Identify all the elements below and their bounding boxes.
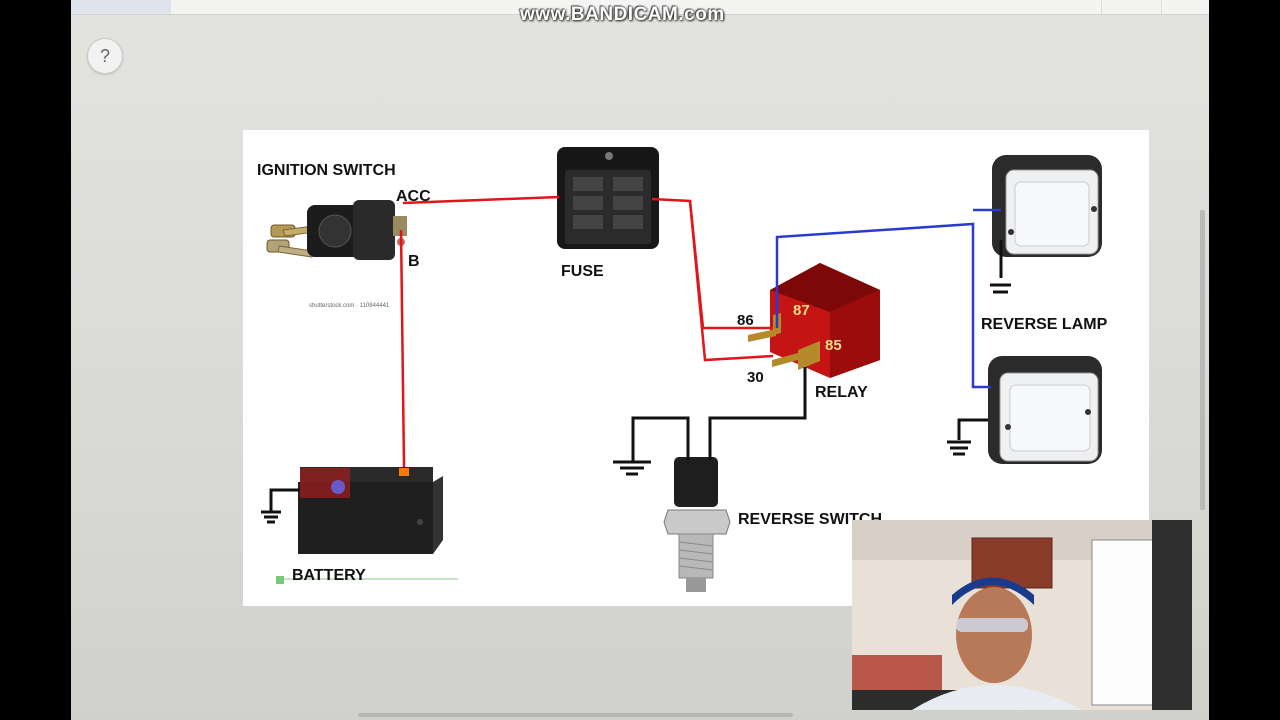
reverse-lamp-top-icon (992, 155, 1102, 257)
vertical-scrollbar[interactable] (1200, 210, 1205, 510)
webcam-picture (852, 520, 1192, 710)
browser-tab[interactable] (71, 0, 171, 14)
battery-to-b-wire (399, 229, 406, 468)
switch-ground-wire (631, 416, 690, 462)
browser-top-bar (71, 0, 1209, 15)
reverse-lamp-bottom-icon (988, 356, 1102, 464)
horizontal-scrollbar[interactable] (358, 713, 793, 717)
toolbar-button[interactable] (1101, 0, 1162, 14)
acc-terminal-label: ACC (396, 188, 431, 205)
battery-ground-wire (269, 488, 300, 512)
fuse-label: FUSE (561, 263, 604, 280)
ignition-switch-label: IGNITION SWITCH (257, 162, 396, 179)
relay-icon (748, 263, 880, 378)
bandicam-watermark: www.BANDICAM.com (520, 4, 725, 25)
pin-87-label: 87 (793, 302, 810, 319)
fuse-box-icon (557, 147, 659, 249)
stock-caption: shutterstock.com · 110844441 (309, 303, 390, 309)
ignition-switch-icon (266, 200, 407, 260)
reverse-switch-icon (663, 457, 731, 592)
battery-label: BATTERY (292, 567, 366, 584)
help-button[interactable]: ? (87, 38, 123, 74)
b-terminal-label: B (408, 253, 420, 270)
reverse-lamp-label: REVERSE LAMP (981, 316, 1108, 333)
acc-to-fuse-wire (402, 195, 560, 205)
toolbar-button[interactable] (1161, 0, 1209, 14)
wiring-canvas (261, 147, 1102, 592)
relay-label: RELAY (815, 384, 868, 401)
fuse-to-30-wire (688, 200, 774, 362)
pin-85-label: 85 (825, 337, 842, 354)
lamp-feed-wire (775, 222, 991, 389)
pin-30-label: 30 (747, 369, 764, 386)
reverse-switch-label: REVERSE SWITCH (738, 511, 883, 528)
lamp-bottom-ground-wire (957, 418, 988, 440)
battery-icon (298, 467, 443, 554)
webcam-overlay (852, 520, 1192, 710)
fuse-to-86-wire (651, 197, 773, 330)
pin-86-label: 86 (737, 312, 754, 329)
relay-85-to-switch-wire (708, 367, 807, 460)
